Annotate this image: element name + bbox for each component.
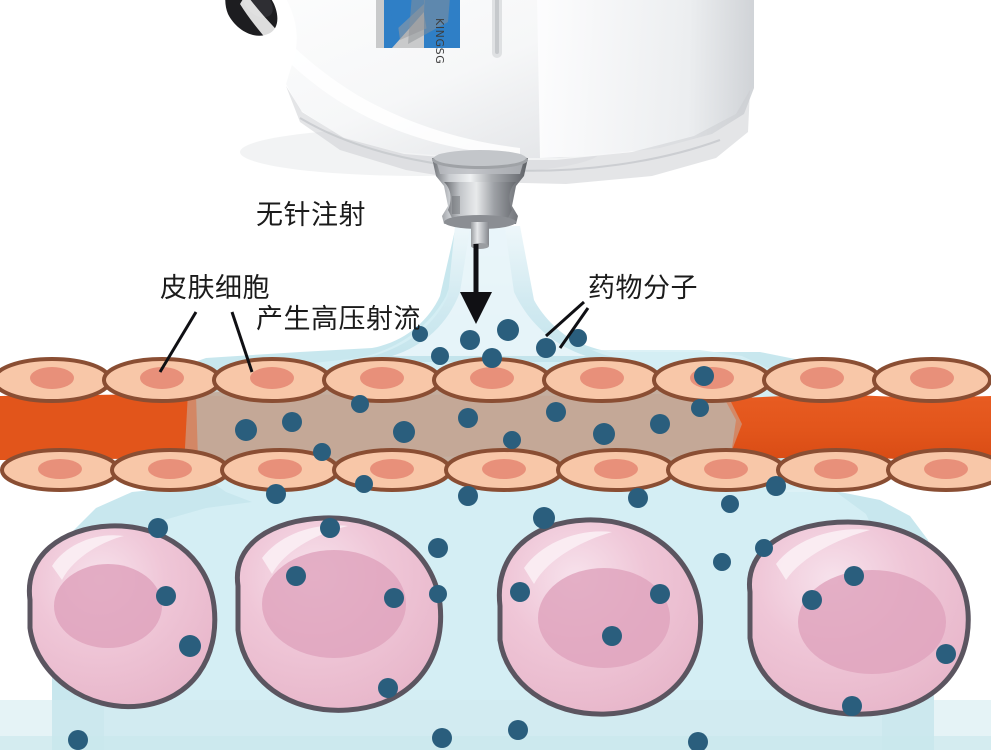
- drug-molecule: [429, 585, 447, 603]
- drug-molecule: [282, 412, 302, 432]
- drug-molecule: [431, 347, 449, 365]
- drug-molecule: [713, 553, 731, 571]
- subcutaneous-fat-cells: [26, 515, 971, 717]
- label-skin-cells: 皮肤细胞: [160, 273, 270, 304]
- device-underside-shade: [286, 86, 750, 184]
- drug-molecule: [593, 423, 615, 445]
- drug-molecule: [650, 584, 670, 604]
- drug-molecule: [458, 408, 478, 428]
- drug-molecule: [533, 507, 555, 529]
- drug-molecule: [378, 678, 398, 698]
- drug-molecule: [412, 326, 428, 342]
- drug-molecule: [235, 419, 257, 441]
- drug-molecule: [179, 635, 201, 657]
- drug-molecules: [68, 319, 956, 750]
- drug-molecule: [755, 539, 773, 557]
- leader-line-drug-b: [558, 307, 590, 349]
- drug-molecule: [351, 395, 369, 413]
- device-nozzle: [432, 150, 528, 229]
- drug-molecule: [458, 486, 478, 506]
- leader-lines: [158, 300, 590, 373]
- needle-free-injector-device[interactable]: [225, 0, 754, 249]
- drug-molecule: [286, 566, 306, 586]
- injection-direction-arrow: [460, 244, 492, 324]
- drug-molecule: [156, 586, 176, 606]
- fat-cell: [496, 517, 704, 717]
- drug-molecule: [384, 588, 404, 608]
- drug-molecule: [842, 696, 862, 716]
- drug-molecule: [688, 732, 708, 750]
- fat-cell: [26, 523, 218, 710]
- drug-molecule: [844, 566, 864, 586]
- drug-molecule: [536, 338, 556, 358]
- drug-molecule: [650, 414, 670, 434]
- drug-molecule: [694, 366, 714, 386]
- drug-molecule: [508, 720, 528, 740]
- drug-molecule: [393, 421, 415, 443]
- drug-molecule: [313, 443, 331, 461]
- brand-logo: [376, 0, 460, 48]
- brand-logo-text: KINGSG: [433, 18, 446, 65]
- drug-molecule: [355, 475, 373, 493]
- fat-cell: [234, 515, 444, 713]
- label-device-line2: 产生高压射流: [256, 303, 421, 335]
- label-needle-free-injection: 无针注射 产生高压射流: [256, 130, 421, 406]
- drug-molecule: [936, 644, 956, 664]
- skin-layer: [0, 357, 991, 492]
- epidermis-bottom-row: [0, 448, 991, 492]
- drug-molecule: [766, 476, 786, 496]
- drug-molecule: [68, 730, 88, 750]
- drug-molecule: [802, 590, 822, 610]
- leader-line-skin-b: [230, 311, 254, 373]
- drug-molecule: [497, 319, 519, 341]
- device-body-right-panel: [537, 0, 754, 158]
- drug-molecule: [432, 728, 452, 748]
- drug-molecule: [460, 330, 480, 350]
- leader-line-skin-a: [158, 311, 198, 373]
- device-indicator-strip[interactable]: [492, 0, 502, 58]
- drug-molecule: [428, 538, 448, 558]
- drug-molecule: [320, 518, 340, 538]
- label-drug-molecules: 药物分子: [588, 273, 698, 304]
- drug-molecule: [602, 626, 622, 646]
- leader-line-drug-a: [544, 300, 586, 338]
- drug-molecule: [148, 518, 168, 538]
- drug-molecule: [510, 582, 530, 602]
- drug-molecule: [503, 431, 521, 449]
- drug-molecule: [546, 402, 566, 422]
- epidermis-top-row: [0, 357, 991, 403]
- drug-molecule: [691, 399, 709, 417]
- drug-molecule: [569, 329, 587, 347]
- drug-molecule: [266, 484, 286, 504]
- label-device-line1: 无针注射: [256, 200, 366, 232]
- drug-molecule: [721, 495, 739, 513]
- fat-cell: [747, 519, 971, 717]
- drug-molecule: [628, 488, 648, 508]
- drug-molecule: [482, 348, 502, 368]
